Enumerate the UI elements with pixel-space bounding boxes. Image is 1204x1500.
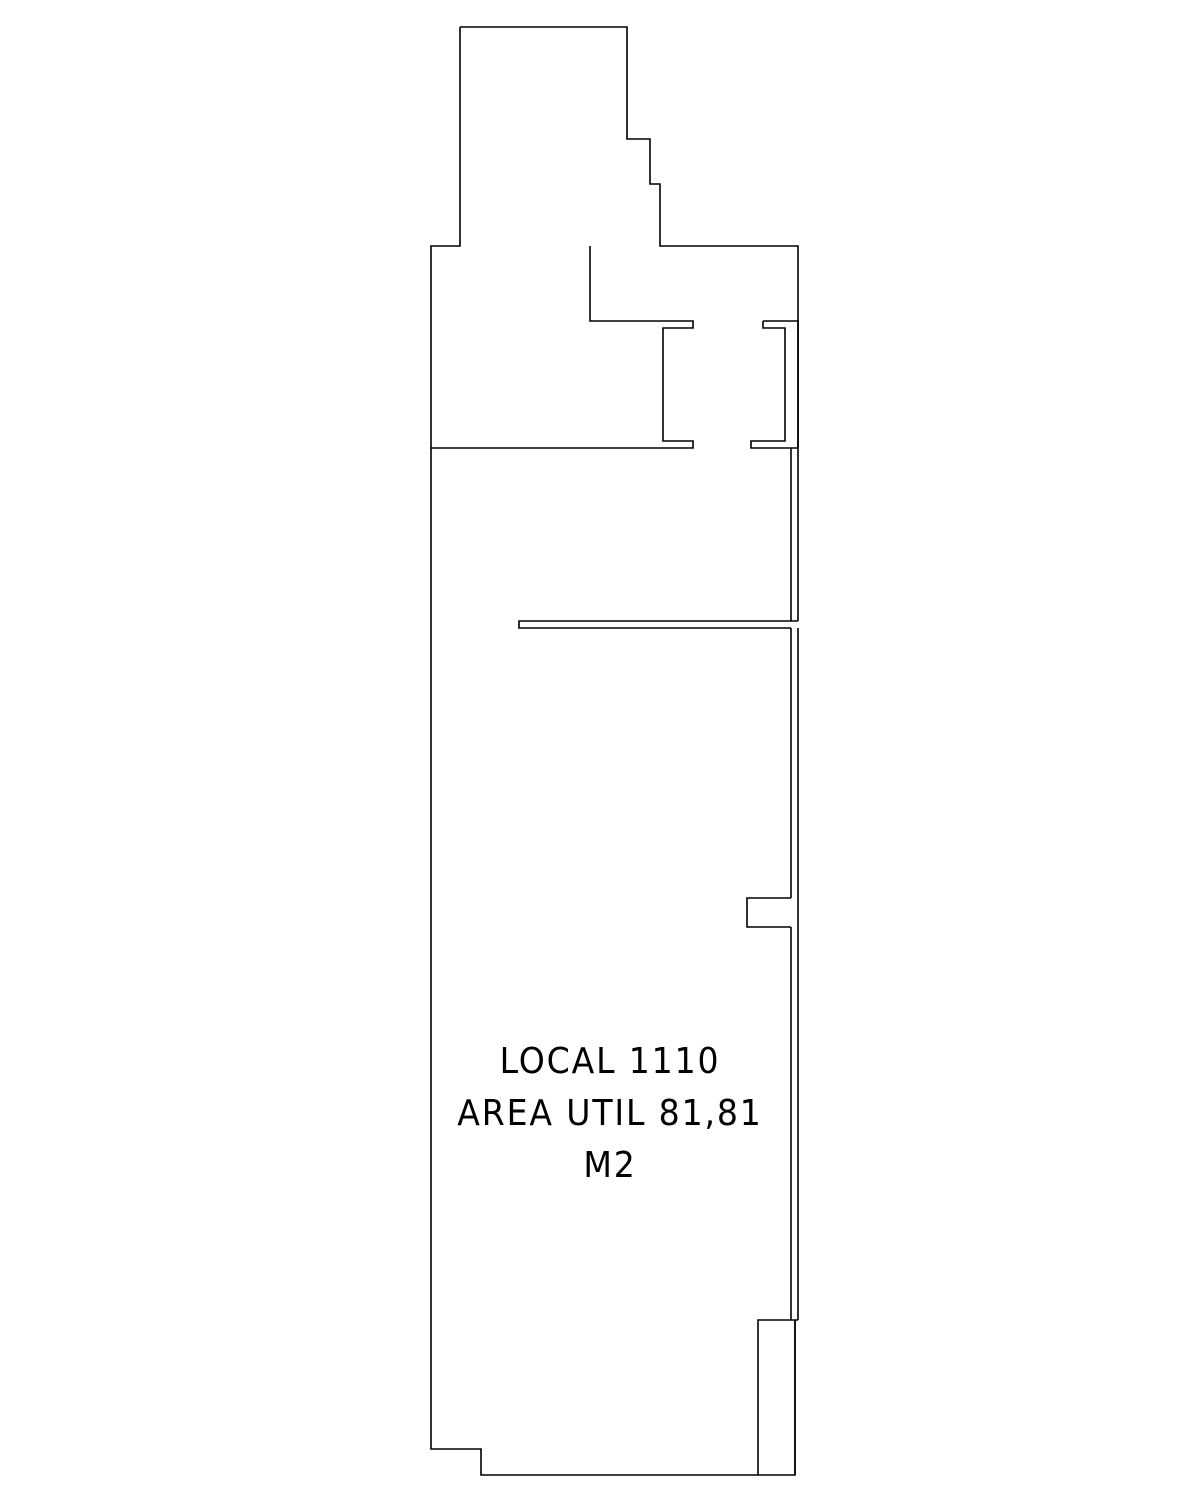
bathroom-wall [431, 246, 694, 449]
column-niche [746, 897, 791, 928]
outer-wall [460, 26, 799, 321]
partition-wall [518, 620, 798, 629]
room-label-area: AREA UTIL 81,81 [457, 1093, 763, 1134]
room-label-name: LOCAL 1110 [499, 1041, 721, 1082]
bottom-right-recess [757, 1319, 798, 1475]
bathroom-wall-right [750, 320, 799, 449]
room-label-unit: M2 [583, 1145, 637, 1186]
outer-wall-left [430, 27, 796, 1476]
